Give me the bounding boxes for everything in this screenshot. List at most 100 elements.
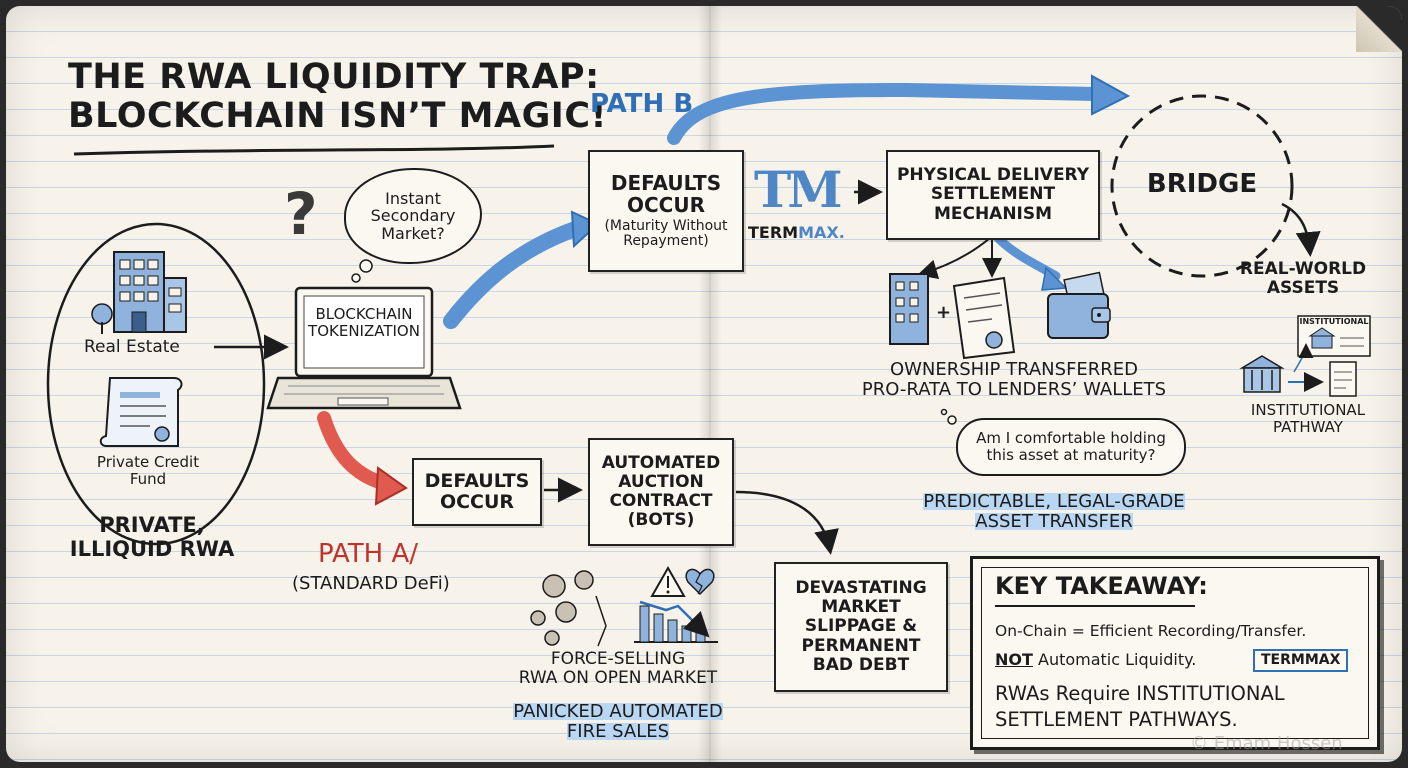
path-b-defaults-line-1: DEFAULTS	[610, 170, 722, 195]
takeaway-line-4: SETTLEMENT PATHWAYS.	[995, 708, 1238, 731]
title-line-1: THE RWA LIQUIDITY TRAP:	[68, 57, 600, 97]
path-b-defaults-line-3: (Maturity Without	[604, 217, 728, 234]
automated-auction-box: AUTOMATED AUCTION CONTRACT (BOTS)	[588, 438, 734, 546]
auction-line-3: CONTRACT	[609, 491, 713, 511]
takeaway-line-1: On-Chain = Efficient Recording/Transfer.	[995, 622, 1307, 640]
path-b-label: PATH B	[590, 89, 694, 119]
takeaway-not: NOT	[995, 650, 1033, 669]
private-credit-line-2: Fund	[129, 469, 167, 488]
receipt-icon	[1329, 361, 1357, 397]
private-credit-label: Private Credit Fund	[82, 454, 214, 488]
path-b-defaults-box: DEFAULTS OCCUR (Maturity Without Repayme…	[588, 150, 744, 272]
ownership-line-1: OWNERSHIP TRANSFERRED	[889, 359, 1139, 380]
private-illiquid-caption: PRIVATE, ILLIQUID RWA	[62, 513, 242, 561]
arrow-head-blue-3	[1041, 266, 1068, 291]
key-takeaway-inner	[981, 567, 1369, 739]
question-mark-icon: ?	[284, 180, 318, 248]
path-a-sublabel: (STANDARD DeFi)	[292, 573, 450, 594]
panicked-line-2: FIRE SALES	[566, 721, 670, 743]
laptop-screen-label: BLOCKCHAIN TOKENIZATION	[304, 306, 424, 340]
bridge-circle	[1110, 94, 1294, 278]
termmax-logo-text: TERMMAX.	[748, 224, 845, 242]
predictable-transfer-label: PREDICTABLE, LEGAL-GRADE ASSET TRANSFER	[902, 491, 1206, 533]
devastating-line-5: BAD DEBT	[812, 654, 910, 675]
question-bubble-dot	[940, 408, 948, 416]
termmax-logo-mark: TM	[754, 160, 843, 219]
title-line-2: BLOCKCHAIN ISN’T MAGIC!	[68, 96, 607, 137]
path-a-label: PATH A/	[318, 539, 419, 569]
auction-line-4: (BOTS)	[627, 510, 695, 531]
settlement-line-3: MECHANISM	[933, 203, 1053, 224]
real-world-assets-label: REAL-WORLD ASSETS	[1238, 259, 1368, 298]
laptop-line-1: BLOCKCHAIN	[315, 305, 413, 323]
settlement-line-2: SETTLEMENT	[930, 184, 1056, 205]
thought-bubble: Instant Secondary Market?	[344, 168, 482, 264]
force-selling-line-1: FORCE-SELLING	[550, 649, 686, 669]
plus-sign: +	[936, 302, 951, 323]
key-takeaway-box: KEY TAKEAWAY: On-Chain = Efficient Recor…	[970, 556, 1380, 750]
termmax-logo-max: MAX.	[798, 223, 845, 242]
real-world-line-1: REAL-WORLD	[1239, 259, 1367, 279]
office-building-icon	[889, 273, 929, 345]
key-takeaway-heading-underline	[995, 605, 1195, 607]
devastating-line-1: DEVASTATING	[795, 578, 927, 599]
institutional-document-icon	[1297, 315, 1371, 357]
arrow-head-blue-1	[570, 210, 600, 249]
thought-line-3: Market?	[381, 223, 445, 243]
auction-line-1: AUTOMATED	[601, 452, 721, 473]
warning-icon	[650, 565, 686, 597]
arrow-laptop-to-pathb	[443, 220, 586, 329]
key-takeaway-heading: KEY TAKEAWAY:	[995, 572, 1208, 600]
arrow-settlement-to-building	[917, 237, 991, 279]
laptop-line-2: TOKENIZATION	[308, 321, 420, 340]
question-line-1: Am I comfortable holding	[976, 428, 1166, 447]
institutional-pathway-line-1: INSTITUTIONAL	[1250, 401, 1366, 419]
arrow-bridge-to-assets	[1281, 202, 1321, 257]
ownership-line-2: PRO-RATA TO LENDERS’ WALLETS	[861, 379, 1167, 401]
wallet-icon	[1047, 271, 1111, 339]
path-a-defaults-line-1: DEFAULTS	[424, 469, 530, 492]
path-b-defaults-line-4: Repayment)	[623, 233, 709, 250]
bridge-label: BRIDGE	[1146, 169, 1258, 199]
caption-line-1: PRIVATE,	[99, 513, 205, 537]
arrow-auction-to-devastating	[735, 490, 839, 555]
page-title: THE RWA LIQUIDITY TRAP: BLOCKCHAIN ISN’T…	[68, 57, 607, 137]
termmax-logo-term: TERM	[748, 223, 799, 242]
thought-line-1: Instant	[385, 188, 441, 208]
devastating-box: DEVASTATING MARKET SLIPPAGE & PERMANENT …	[774, 562, 948, 692]
question-bubble-dot	[947, 415, 957, 425]
takeaway-line-3: RWAs Require INSTITUTIONAL	[995, 682, 1285, 705]
auction-line-2: AUCTION	[618, 471, 704, 492]
path-a-defaults-box: DEFAULTS OCCUR	[412, 458, 542, 526]
institutional-pathway-label: INSTITUTIONAL PATHWAY	[1238, 402, 1378, 436]
thought-dot	[359, 259, 373, 273]
page-curl	[1356, 6, 1402, 52]
physical-delivery-box: PHYSICAL DELIVERY SETTLEMENT MECHANISM	[886, 150, 1100, 240]
arrow-pathb-to-bridge	[667, 82, 1103, 145]
panicked-fire-sales-label: PANICKED AUTOMATED FIRE SALES	[488, 701, 748, 743]
falling-chart-icon	[634, 600, 718, 643]
predictable-line-2: ASSET TRANSFER	[975, 511, 1133, 533]
institutional-pathway-line-2: PATHWAY	[1273, 417, 1343, 436]
notebook-page: +	[6, 6, 1402, 762]
devastating-line-3: SLIPPAGE &	[804, 616, 918, 637]
watermark: © Emam Hossen	[1190, 733, 1343, 754]
settlement-line-1: PHYSICAL DELIVERY	[896, 165, 1090, 186]
path-b-defaults-line-2: OCCUR	[627, 193, 705, 218]
thought-dot	[351, 273, 361, 283]
private-credit-line-1: Private Credit	[96, 453, 200, 471]
arrow-head-blue-2	[1091, 74, 1131, 116]
coins-icon	[530, 570, 607, 647]
path-a-defaults-line-2: OCCUR	[439, 491, 515, 513]
broken-heart-icon	[685, 568, 715, 596]
laptop-icon	[266, 286, 462, 410]
devastating-line-2: MARKET	[821, 597, 901, 618]
rwa-oval	[46, 222, 266, 546]
legal-document-icon	[952, 276, 1016, 360]
takeaway-line-2: NOT Automatic Liquidity.	[995, 651, 1196, 669]
question-line-2: this asset at maturity?	[986, 446, 1156, 464]
scroll-certificate-icon	[99, 377, 183, 447]
institutional-doc-label: INSTITUTIONAL	[1299, 317, 1369, 326]
ownership-transferred-label: OWNERSHIP TRANSFERRED PRO-RATA TO LENDER…	[852, 359, 1176, 401]
panicked-line-1: PANICKED AUTOMATED	[513, 701, 723, 722]
